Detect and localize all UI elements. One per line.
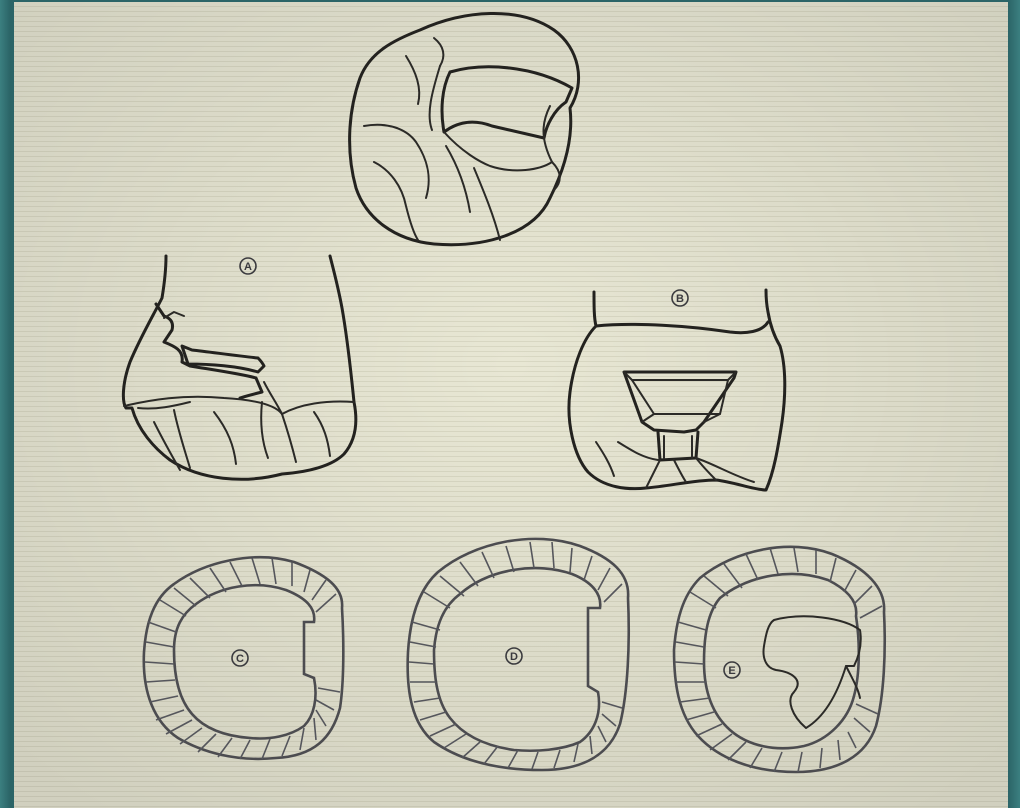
tooth-preparation-diagram: A B [14, 2, 1008, 808]
svg-text:E: E [728, 665, 735, 677]
svg-text:B: B [676, 293, 684, 305]
svg-text:D: D [510, 651, 518, 663]
svg-text:C: C [236, 653, 244, 665]
svg-text:A: A [244, 261, 252, 273]
diagram-paper: A B [14, 2, 1008, 808]
